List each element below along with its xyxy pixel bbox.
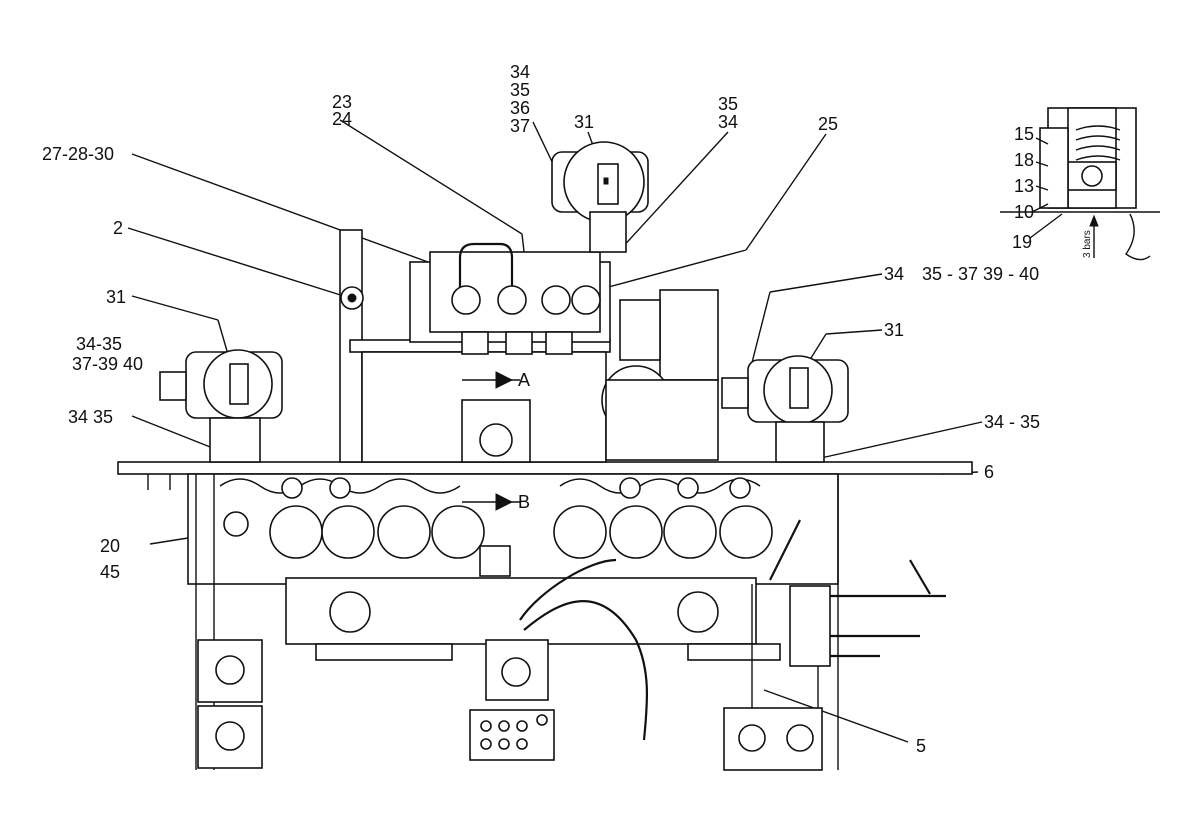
inset-detail: 15 18 13 10 19 3 bars xyxy=(1000,107,1160,261)
callout-35-upper-right: 35 xyxy=(718,94,738,114)
callout-34-35-left: 34-35 xyxy=(76,334,122,354)
callout-34-top: 34 xyxy=(510,62,530,82)
callout-35-top: 35 xyxy=(510,80,530,100)
callout-36-top: 36 xyxy=(510,98,530,118)
inset-callout-13: 13 xyxy=(1014,176,1034,196)
lower-manifold xyxy=(329,545,719,741)
callout-34-upper-right: 34 xyxy=(718,112,738,132)
inset-callout-15: 15 xyxy=(1014,124,1034,144)
callout-2: 2 xyxy=(113,218,123,238)
section-marker-a: A xyxy=(518,370,530,390)
clamp-blocks xyxy=(197,639,823,771)
callout-25: 25 xyxy=(818,114,838,134)
callout-27-28-30: 27-28-30 xyxy=(42,144,114,164)
callout-31-top: 31 xyxy=(574,112,594,132)
inset-pressure-label: 3 bars xyxy=(1082,230,1093,258)
pump-right xyxy=(721,355,849,463)
cylinder-row xyxy=(219,477,773,559)
motor-centre xyxy=(601,289,719,461)
callout-24: 24 xyxy=(332,109,352,129)
inset-callout-18: 18 xyxy=(1014,150,1034,170)
pump-left xyxy=(159,349,283,463)
callout-34-35-right: 34 - 35 xyxy=(984,412,1040,432)
pump-top xyxy=(551,141,649,253)
callout-37-top: 37 xyxy=(510,116,530,136)
callout-34-35-bottom-left: 34 35 xyxy=(68,407,113,427)
inset-callout-10: 10 xyxy=(1014,202,1034,222)
right-fittings xyxy=(769,519,946,667)
section-marker-b: B xyxy=(518,492,530,512)
callout-5: 5 xyxy=(916,736,926,756)
callout-45: 45 xyxy=(100,562,120,582)
callout-23: 23 xyxy=(332,92,352,112)
callout-37-39-40-left: 37-39 40 xyxy=(72,354,143,374)
callout-31-right: 31 xyxy=(884,320,904,340)
valve-block xyxy=(429,242,601,355)
callout-34-right: 34 xyxy=(884,264,904,284)
callout-20: 20 xyxy=(100,536,120,556)
callout-6: 6 xyxy=(984,462,994,482)
callouts: 34 35 36 37 23 24 35 34 31 25 27-28-30 2… xyxy=(42,62,1040,756)
inset-callout-19: 19 xyxy=(1012,232,1032,252)
section-markers: A B xyxy=(461,370,531,512)
callout-35-37-39-40-right: 35 - 37 39 - 40 xyxy=(922,264,1039,284)
callout-31-left: 31 xyxy=(106,287,126,307)
